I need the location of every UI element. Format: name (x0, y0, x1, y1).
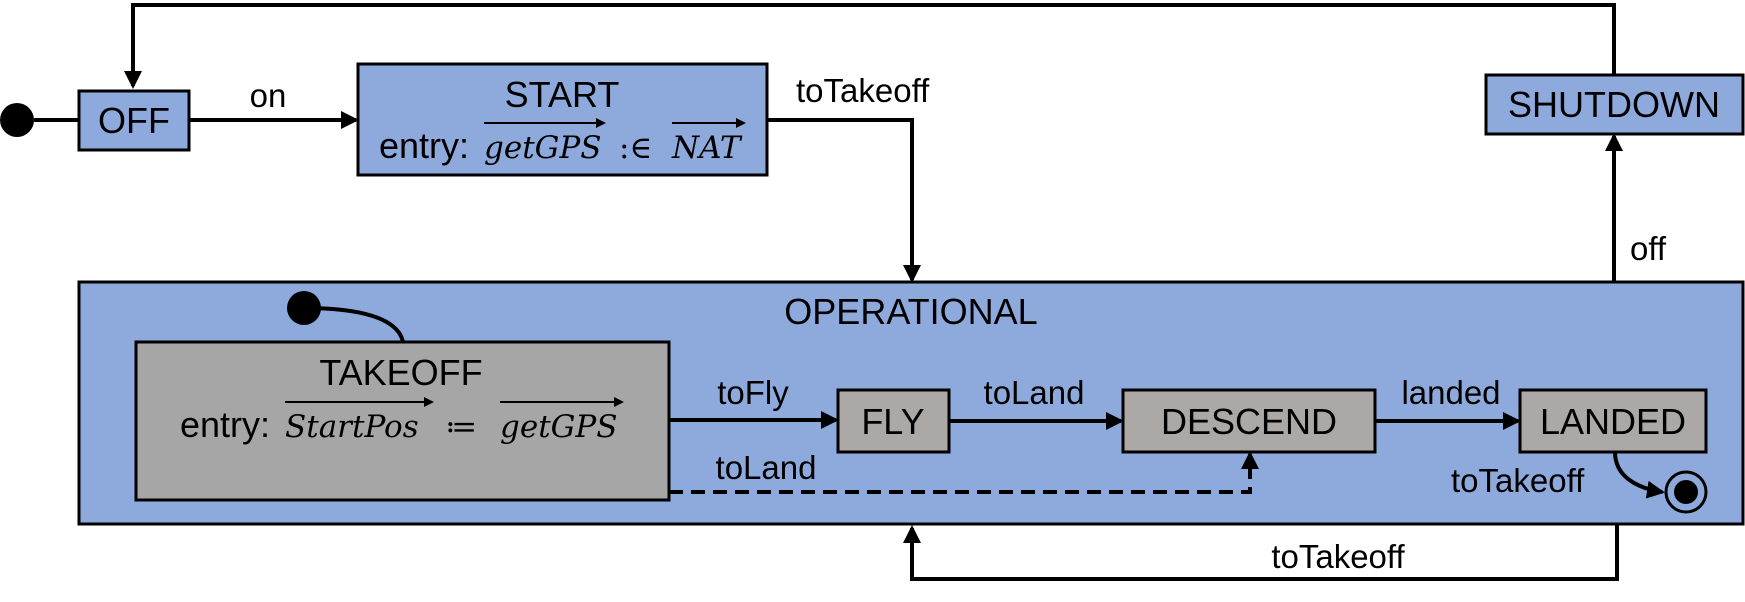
takeoff-entry-label: entry: (180, 404, 270, 445)
operational-bottom-loop-edge (903, 524, 1619, 581)
takeoff-entry-lhs: StartPos (285, 409, 419, 445)
inner-initial-to-takeoff-edge (303, 306, 405, 343)
takeoff-title: TAKEOFF (319, 352, 482, 393)
shutdown-state[interactable]: SHUTDOWN (1484, 73, 1745, 136)
landed-transition-label: landed (1401, 374, 1500, 411)
descend-state[interactable]: DESCEND (1121, 388, 1377, 454)
off-label: OFF (98, 100, 170, 141)
off-state[interactable]: OFF (77, 89, 191, 152)
takeoff-toland-label: toLand (716, 449, 817, 486)
start-entry-lhs: getGPS (484, 130, 602, 166)
fly-toland-label: toLand (984, 374, 1085, 411)
initial-node (0, 103, 34, 137)
fly-state[interactable]: FLY (836, 388, 951, 454)
start-state[interactable]: START entry: getGPS :∈ NAT (356, 62, 769, 177)
final-node (1664, 470, 1708, 514)
landed-label: LANDED (1540, 401, 1686, 442)
start-entry-label: entry: (379, 125, 469, 166)
start-title: START (505, 74, 620, 115)
off-transition-label: off (1630, 230, 1667, 267)
operational-title: OPERATIONAL (784, 291, 1037, 332)
takeoff-state[interactable]: TAKEOFF entry: StartPos ≔ getGPS (134, 340, 671, 502)
start-totakeoff-label: toTakeoff (796, 72, 930, 109)
on-label: on (250, 77, 287, 114)
tofly-label: toFly (717, 374, 789, 411)
start-to-operational-edge (767, 118, 921, 283)
landed-to-final-edge (1613, 451, 1665, 499)
start-entry-op: :∈ (619, 130, 652, 166)
takeoff-entry-rhs: getGPS (500, 409, 618, 445)
takeoff-to-descend-dashed-edge (669, 451, 1259, 494)
shutdown-label: SHUTDOWN (1508, 84, 1720, 125)
shutdown-to-off-edge (124, 3, 1616, 89)
takeoff-entry-op: ≔ (445, 409, 477, 445)
start-entry-rhs: NAT (671, 130, 743, 166)
landed-state[interactable]: LANDED (1518, 388, 1708, 454)
descend-label: DESCEND (1161, 401, 1337, 442)
fly-label: FLY (861, 401, 924, 442)
landed-totakeoff-label: toTakeoff (1451, 462, 1585, 499)
bottom-totakeoff-label: toTakeoff (1271, 538, 1405, 575)
